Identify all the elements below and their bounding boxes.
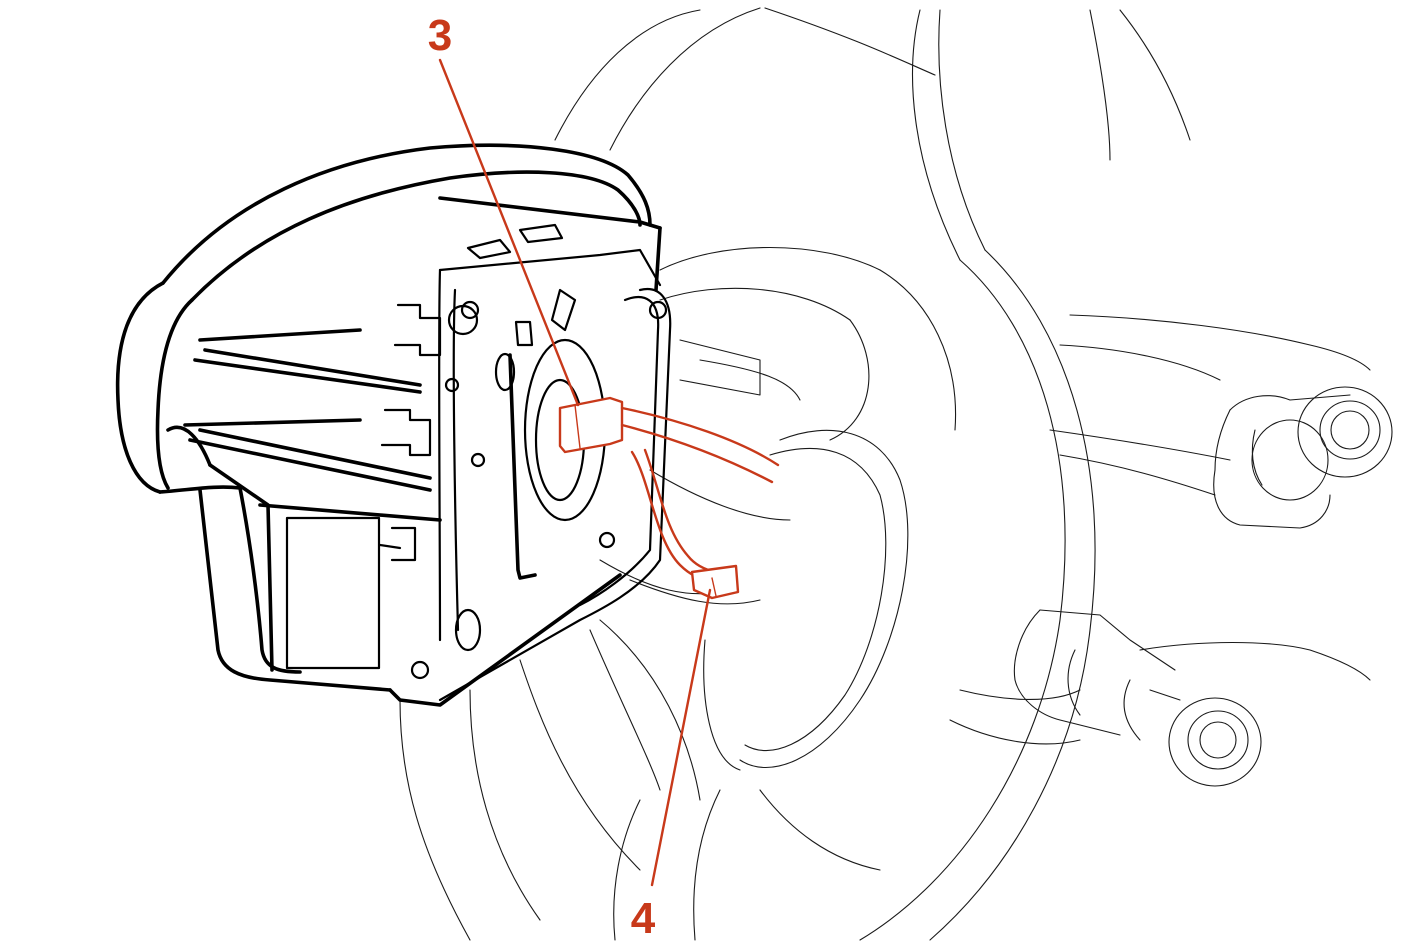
sensor-connector-4 [690,564,740,600]
sensor-connector-3 [558,396,624,454]
leader-line-3 [438,58,580,407]
callout-leaders [438,58,712,887]
callout-label-3: 3 [428,11,452,60]
sensor-cable-upper [620,406,780,467]
caliper-bracket [285,223,672,702]
wear-sensor-wiring [558,396,780,600]
leader-line-4 [650,588,712,887]
sensor-cable-lower [630,450,714,582]
lower-bolt [1013,609,1262,787]
upper-bolt [1213,386,1393,529]
hub-knuckle-linework [399,7,1371,941]
callout-label-4: 4 [631,894,656,943]
